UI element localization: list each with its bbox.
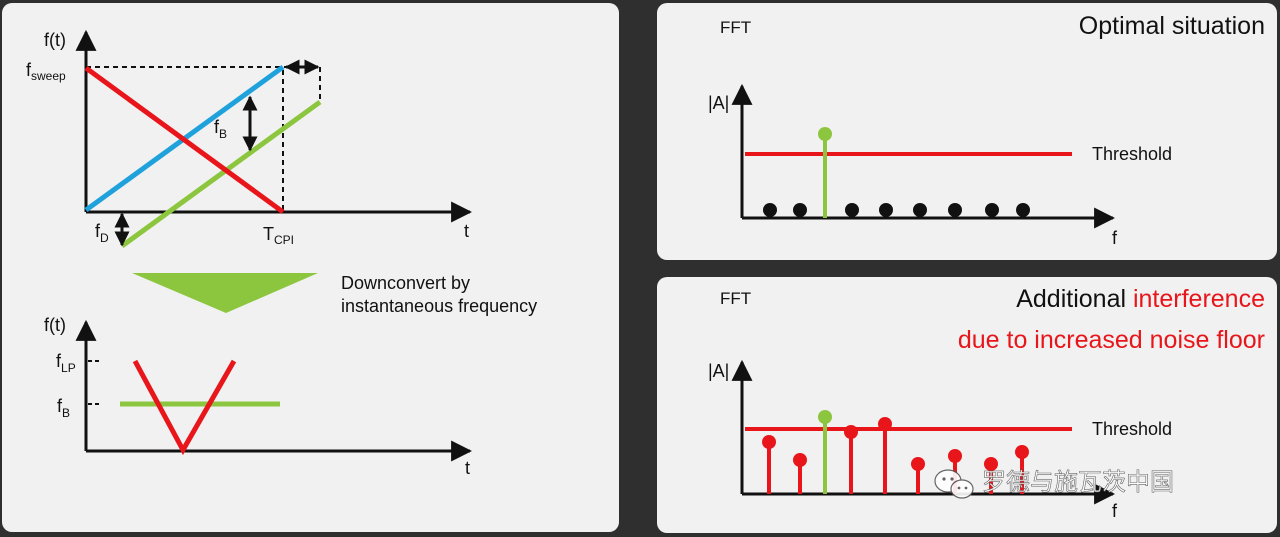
- downconvert-caption-line2: instantaneous frequency: [341, 296, 537, 316]
- interference-peak: [948, 449, 962, 463]
- target-peak-top: [818, 127, 832, 141]
- noise-dot: [1016, 203, 1030, 217]
- chirp-diagram-panel: [2, 3, 619, 532]
- interference-peak: [762, 435, 776, 449]
- noise-dot: [913, 203, 927, 217]
- downconvert-caption-line1: Downconvert by: [341, 273, 470, 293]
- noise-dot: [845, 203, 859, 217]
- fft-bottom-x-label: f: [1112, 501, 1118, 521]
- interference-fft-plot: FFT Additional interference due to incre…: [708, 285, 1265, 521]
- interference-peak: [793, 453, 807, 467]
- interference-peak: [878, 417, 892, 431]
- interference-title: Additional interference: [1016, 285, 1265, 313]
- baseband-y-axis-label: f(t): [44, 315, 66, 335]
- noise-dot: [948, 203, 962, 217]
- f-sweep-label: fsweep: [26, 60, 66, 83]
- baseband-x-axis-label: t: [465, 458, 470, 478]
- f-d-label: fD: [95, 221, 109, 245]
- fft-label-top: FFT: [720, 18, 751, 37]
- interference-peak: [911, 457, 925, 471]
- watermark: 罗德与施瓦茨中国: [934, 469, 1174, 499]
- interference-peak: [844, 425, 858, 439]
- fft-top-x-label: f: [1112, 228, 1118, 248]
- optimal-title: Optimal situation: [1079, 12, 1265, 40]
- f-b-label: fB: [214, 117, 227, 141]
- threshold-label-top: Threshold: [1092, 144, 1172, 164]
- wechat-logo-icon: [934, 469, 974, 499]
- chirp-plot: f(t) fsweep fB fD TCPI t: [26, 29, 473, 249]
- noise-dot: [793, 203, 807, 217]
- interference-subtitle: due to increased noise floor: [958, 326, 1265, 354]
- f-lp-label: fLP: [56, 351, 76, 375]
- noise-dot: [879, 203, 893, 217]
- downconvert-arrow: [132, 273, 318, 313]
- t-cpi-label: TCPI: [263, 224, 294, 247]
- baseband-v-line: [132, 359, 237, 456]
- noise-dot: [763, 203, 777, 217]
- receive-chirp-line: [120, 99, 322, 249]
- interference-peak: [984, 457, 998, 471]
- target-peak-bottom: [818, 410, 832, 424]
- threshold-label-bottom: Threshold: [1092, 419, 1172, 439]
- chirp-x-axis-label: t: [464, 221, 469, 241]
- interference-peak: [1015, 445, 1029, 459]
- instantaneous-frequency-line: [84, 65, 285, 215]
- fft-label-bottom: FFT: [720, 289, 751, 308]
- noise-dot: [985, 203, 999, 217]
- fft-top-y-label: |A|: [708, 93, 729, 113]
- fft-bottom-y-label: |A|: [708, 361, 729, 381]
- optimal-fft-plot: FFT Optimal situation |A| f Threshold: [708, 12, 1265, 248]
- watermark-text: 罗德与施瓦茨中国: [982, 469, 1174, 496]
- baseband-plot: f(t) fLP fB t: [44, 315, 473, 478]
- chirp-y-axis-label: f(t): [44, 30, 66, 50]
- f-b-bottom-label: fB: [57, 396, 70, 420]
